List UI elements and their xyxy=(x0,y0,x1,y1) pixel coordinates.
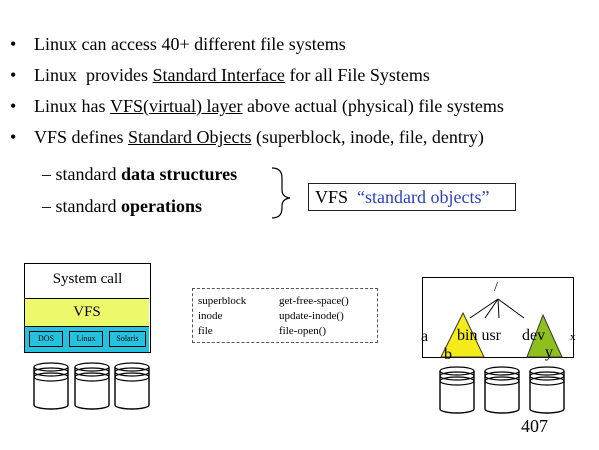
bullet-dot: • xyxy=(10,96,17,116)
object-operation: get-free-space() xyxy=(279,295,349,307)
sub-text: standard xyxy=(55,196,121,216)
tree-node-dev: dev xyxy=(522,327,546,344)
bullet-text: Linux provides xyxy=(34,65,153,85)
tree-root-label: / xyxy=(494,280,498,295)
tree-node-y: y xyxy=(545,344,553,361)
disk-icon xyxy=(114,362,150,410)
directory-tree-box xyxy=(422,277,574,358)
fs-solaris: Solaris xyxy=(109,331,146,347)
disk-icon xyxy=(529,366,565,414)
disk-icon xyxy=(439,366,475,414)
object-name: file xyxy=(198,325,213,337)
tree-node-b: b xyxy=(444,346,452,363)
object-name: superblock xyxy=(198,295,247,307)
bullet-text: (superblock, inode, file, dentry) xyxy=(251,127,484,147)
system-call-layer: System call xyxy=(52,271,123,287)
bullet-item: • Linux provides Standard Interface for … xyxy=(10,65,504,96)
bullet-underlined-text: VFS(virtual) layer xyxy=(110,96,243,116)
bullet-list: • Linux can access 40+ different file sy… xyxy=(10,34,504,158)
object-operation: file-open() xyxy=(279,325,327,337)
fs-linux: Linux xyxy=(69,331,103,347)
object-operation: update-inode() xyxy=(279,310,344,322)
sub-bold-text: data structures xyxy=(120,164,238,184)
vfs-layer-stack: System call VFS DOS Linux Solaris xyxy=(24,263,151,353)
bullet-item: • Linux can access 40+ different file sy… xyxy=(10,34,504,65)
bullet-item: • Linux has VFS(virtual) layer above act… xyxy=(10,96,504,127)
vfs-layer: VFS xyxy=(25,298,149,327)
bullet-text: Linux can access 40+ different file syst… xyxy=(34,34,346,54)
standard-objects-table: superblock get-free-space() inode update… xyxy=(192,288,378,343)
mounted-fs-triangle-yellow xyxy=(440,311,485,358)
page-number: 407 xyxy=(521,416,548,436)
object-name: inode xyxy=(198,310,223,322)
bullet-dot: • xyxy=(10,127,17,147)
bullet-underlined-text: Standard Objects xyxy=(128,127,252,147)
fs-dos: DOS xyxy=(29,331,63,347)
sub-bold-text: operations xyxy=(120,196,202,216)
mounted-fs-triangle-green xyxy=(526,313,563,358)
bullet-text: Linux has xyxy=(34,96,110,116)
bullet-dot: • xyxy=(10,34,17,54)
vfs-standard-objects-box: VFS “standard objects” xyxy=(308,183,516,211)
disk-icon xyxy=(74,362,110,410)
tree-node-bin-usr: bin usr xyxy=(457,327,501,344)
sub-dash: – xyxy=(42,196,51,216)
filesystem-row: DOS Linux Solaris xyxy=(25,326,149,352)
sub-text: standard xyxy=(55,164,121,184)
tree-branches xyxy=(469,298,525,319)
sub-dash: – xyxy=(42,164,51,184)
tree-node-a: a xyxy=(421,328,429,345)
bullet-text: for all File Systems xyxy=(284,65,430,85)
sub-item-operations: – standard operations xyxy=(42,196,202,217)
bullet-underlined-text: Standard Interface xyxy=(152,65,285,85)
vfs-box-quoted: “standard objects” xyxy=(357,187,490,207)
bullet-text: above actual (physical) file systems xyxy=(242,96,504,116)
curly-brace xyxy=(271,167,291,219)
bullet-dot: • xyxy=(10,65,17,85)
vfs-box-prefix: VFS xyxy=(315,187,358,207)
sub-item-data-structures: – standard data structures xyxy=(42,164,237,185)
disk-icon xyxy=(33,362,69,410)
tree-node-x: x xyxy=(570,331,576,343)
disk-icon xyxy=(484,366,520,414)
bullet-item: • VFS defines Standard Objects (superblo… xyxy=(10,127,504,158)
bullet-text: VFS defines xyxy=(34,127,128,147)
